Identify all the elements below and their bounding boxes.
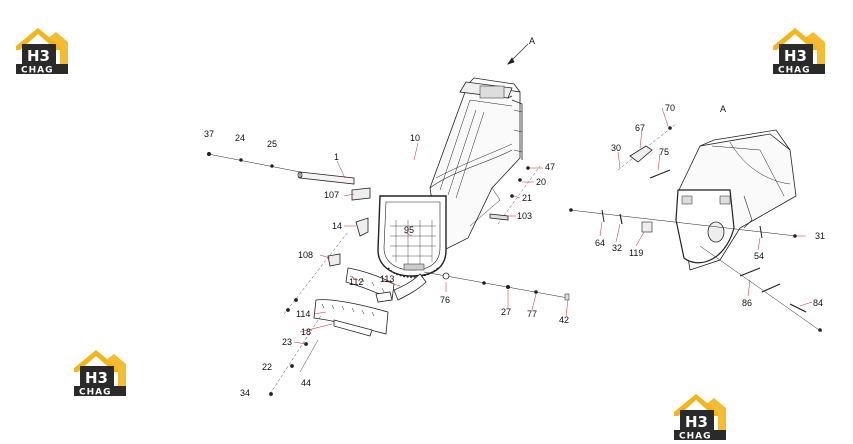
part-number: 44: [301, 378, 311, 388]
logo-bottom-text: CHAG: [679, 432, 712, 442]
view-label-a-left: A: [529, 36, 535, 46]
part-number: 54: [754, 251, 764, 261]
callouts: A A 37 24 25 1 10 107 14 95 108 112 113 …: [204, 36, 825, 398]
part-number: 64: [595, 238, 605, 248]
part-number: 103: [517, 211, 532, 221]
part-number: 114: [296, 309, 310, 319]
part-number: 1: [334, 152, 339, 162]
part-number: 70: [665, 103, 675, 113]
part-number: 95: [404, 225, 414, 235]
part-number: 14: [332, 221, 342, 231]
part-number: 86: [742, 298, 752, 308]
part-number: 24: [235, 133, 245, 143]
part-number: 20: [536, 177, 546, 187]
logo-top-text: H3: [85, 369, 108, 387]
part-number: 22: [262, 362, 272, 372]
part-number: 34: [240, 388, 250, 398]
right-assembly-drawing: [569, 123, 823, 333]
logo-top-text: H3: [27, 47, 50, 65]
part-number: 47: [545, 162, 555, 172]
part-number: 84: [813, 298, 823, 308]
view-label-a-right: A: [720, 104, 726, 114]
left-assembly-drawing: [206, 43, 570, 396]
part-number: 25: [267, 139, 277, 149]
part-number: 113: [380, 274, 394, 284]
part-number: 107: [324, 190, 339, 200]
part-number: 119: [629, 248, 643, 258]
logo-top-text: H3: [685, 413, 708, 431]
part-number: 23: [282, 337, 292, 347]
part-number: 32: [612, 243, 622, 253]
part-number: 75: [659, 147, 669, 157]
part-number: 10: [410, 133, 420, 143]
logo-bottom-text: CHAG: [79, 388, 112, 398]
part-number: 27: [501, 307, 511, 317]
part-number: 108: [298, 250, 313, 260]
watermark-logo-bottom-left: H3 CHAG: [74, 350, 126, 398]
part-number: 31: [815, 231, 825, 241]
logo-bottom-text: CHAG: [21, 66, 54, 76]
part-number: 67: [635, 123, 645, 133]
logo-top-text: H3: [784, 47, 807, 65]
part-number: 112: [349, 277, 363, 287]
part-number: 77: [527, 309, 537, 319]
part-number: 42: [559, 315, 569, 325]
part-number: 37: [204, 129, 214, 139]
part-number: 21: [522, 193, 532, 203]
leader-lines: [293, 107, 813, 345]
watermark-logo-top-left: H3 CHAG: [16, 28, 68, 76]
logo-bottom-text: CHAG: [778, 66, 811, 76]
part-number: 76: [440, 295, 450, 305]
part-number: 18: [301, 327, 311, 337]
watermark-logo-top-right: H3 CHAG: [773, 28, 825, 76]
part-number: 30: [611, 143, 621, 153]
watermark-logo-bottom-right: H3 CHAG: [674, 394, 726, 442]
